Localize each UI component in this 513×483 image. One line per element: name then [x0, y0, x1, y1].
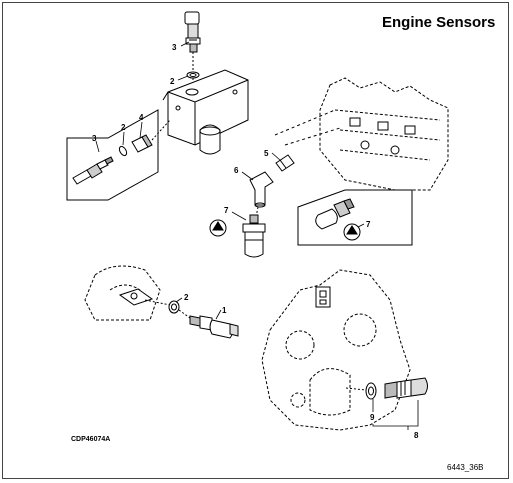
sheet-code: 6443_36B	[447, 463, 484, 472]
warning-symbol-right	[343, 223, 361, 241]
callout-4-left: 4	[139, 113, 144, 122]
callout-3-top: 3	[172, 43, 177, 52]
figure-code: CDP46074A	[71, 436, 111, 443]
elbow-6	[249, 171, 274, 208]
timing-cover	[261, 269, 411, 431]
callout-7-right: 7	[366, 220, 371, 229]
engine-block	[319, 77, 449, 191]
pressure-sensor-7-right	[315, 198, 355, 230]
callout-2-left: 2	[121, 123, 126, 132]
callout-2-lower: 2	[184, 293, 189, 302]
diagram-title: Engine Sensors	[382, 14, 496, 31]
thermostat-housing	[162, 69, 249, 155]
lower-housing-boss	[118, 288, 154, 306]
warning-symbol-left	[209, 219, 227, 237]
coolant-sensor-1	[189, 315, 239, 339]
speed-sensor-8	[384, 377, 428, 399]
callout-7-left: 7	[224, 206, 229, 215]
timing-cover-parts	[315, 286, 331, 308]
pressure-sensor-7-left	[242, 214, 266, 258]
callout-6: 6	[234, 166, 239, 175]
washer-9	[365, 382, 377, 400]
callout-1: 1	[222, 306, 227, 315]
engine-block-parts	[349, 117, 416, 155]
leader-lines	[95, 41, 419, 430]
fitting-5	[275, 154, 295, 172]
left-sensor	[72, 156, 114, 185]
callout-5: 5	[264, 149, 269, 158]
lower-washer	[168, 300, 180, 314]
callout-3-left: 3	[92, 134, 97, 143]
callout-2-top: 2	[170, 77, 175, 86]
right-sensor-box	[297, 189, 413, 246]
callout-8: 8	[414, 431, 419, 440]
callout-labels: 3 2 3 2 4 5 6 7 7 2 1 9 8	[92, 43, 419, 440]
top-washer	[186, 71, 200, 79]
callout-9: 9	[370, 413, 375, 422]
left-washer	[118, 145, 128, 157]
lower-housing	[84, 265, 161, 321]
top-temp-sensor	[184, 11, 201, 53]
left-group-box	[66, 109, 159, 201]
left-adapter	[131, 134, 153, 153]
